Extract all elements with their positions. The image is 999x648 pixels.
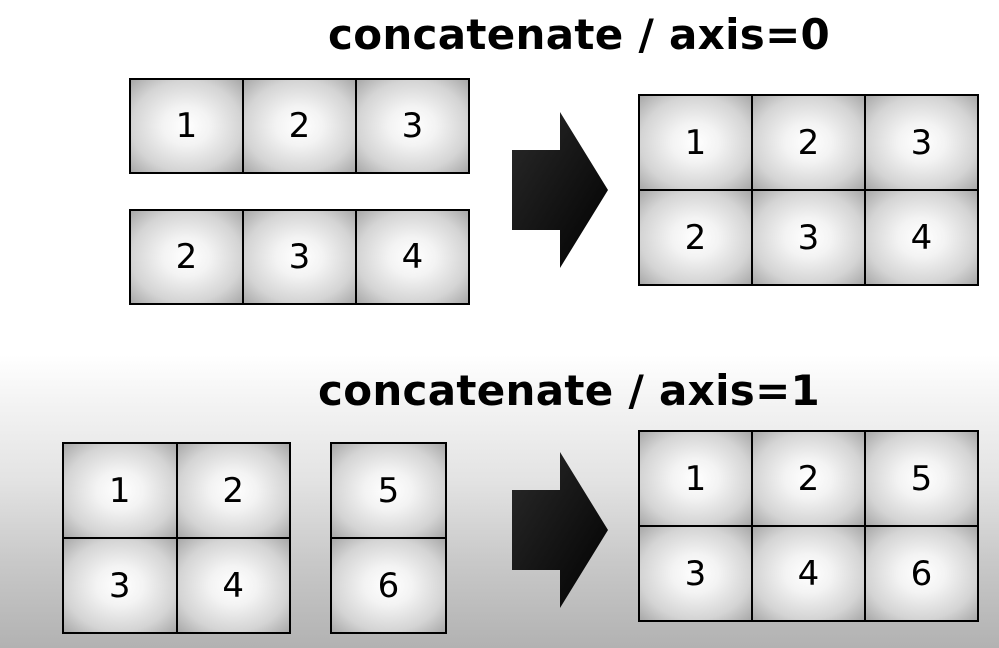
axis1-result-cell: 1 bbox=[640, 432, 751, 525]
axis1-result-cell: 3 bbox=[640, 527, 751, 620]
axis0-title: concatenate / axis=0 bbox=[328, 10, 831, 59]
axis1-input-a-cell: 1 bbox=[64, 444, 176, 537]
axis0-input-b-cell: 2 bbox=[131, 211, 242, 303]
axis1-input-b-cell: 5 bbox=[332, 444, 445, 537]
axis0-result-cell: 3 bbox=[866, 96, 977, 189]
axis0-result-cell: 4 bbox=[866, 191, 977, 284]
right-arrow-icon bbox=[512, 112, 608, 268]
axis0-result-cell: 2 bbox=[640, 191, 751, 284]
axis0-input-a-cell: 1 bbox=[131, 80, 242, 172]
axis1-input-a-cell: 2 bbox=[177, 444, 289, 537]
axis1-result-cell: 4 bbox=[753, 527, 864, 620]
axis1-input-a-cell: 4 bbox=[177, 539, 289, 632]
axis1-input-a-cell: 3 bbox=[64, 539, 176, 632]
right-arrow-icon bbox=[512, 452, 608, 608]
axis0-input-a-cell: 3 bbox=[357, 80, 468, 172]
axis1-input-b-cell: 6 bbox=[332, 539, 445, 632]
axis1-result-cell: 2 bbox=[753, 432, 864, 525]
axis0-result-cell: 1 bbox=[640, 96, 751, 189]
axis1-title: concatenate / axis=1 bbox=[318, 366, 821, 415]
axis0-result-cell: 2 bbox=[753, 96, 864, 189]
axis1-result-cell: 5 bbox=[866, 432, 977, 525]
axis0-input-b-cell: 3 bbox=[244, 211, 355, 303]
axis1-result-cell: 6 bbox=[866, 527, 977, 620]
axis0-input-a-cell: 2 bbox=[244, 80, 355, 172]
axis0-result-cell: 3 bbox=[753, 191, 864, 284]
axis0-input-b-cell: 4 bbox=[357, 211, 468, 303]
